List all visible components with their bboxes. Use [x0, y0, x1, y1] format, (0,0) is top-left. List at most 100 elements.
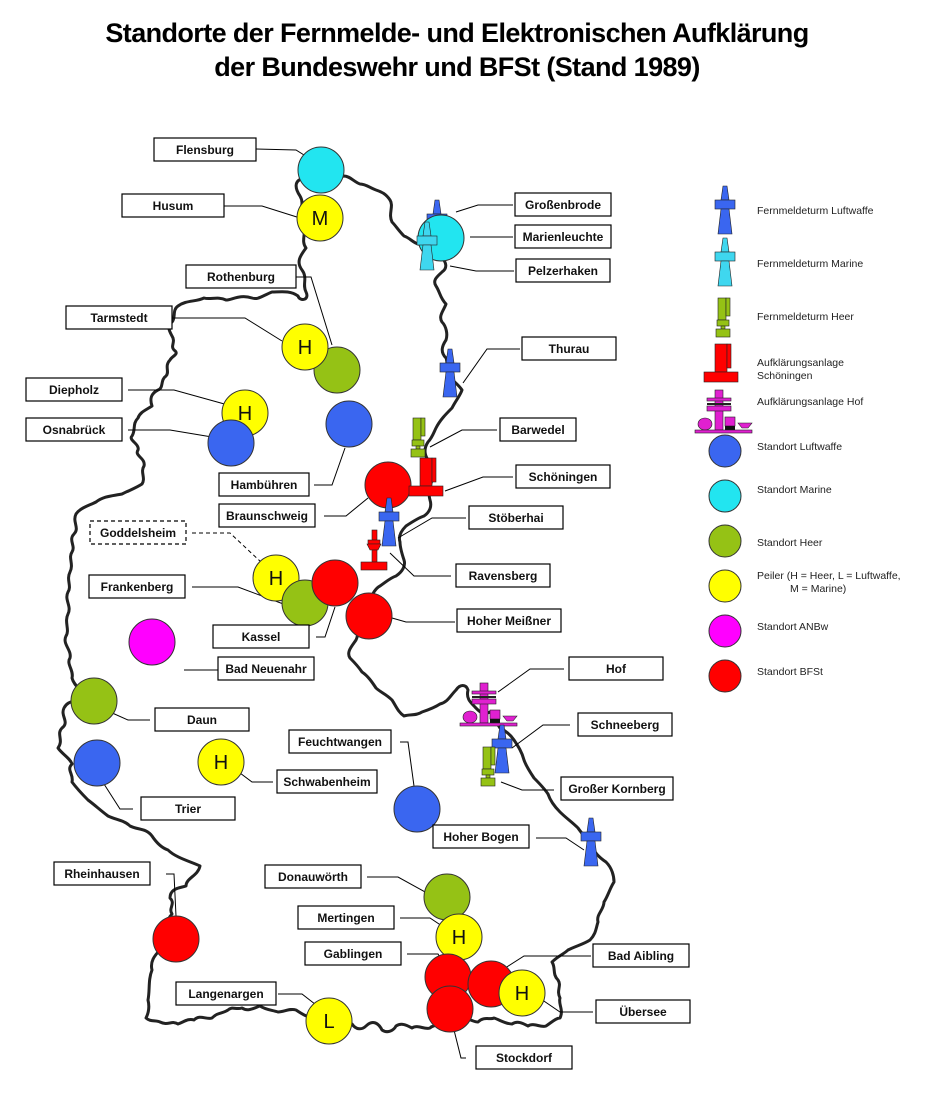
label-kassel[interactable]: Kassel: [212, 624, 310, 649]
legend-item-circle-peiler: Peiler (H = Heer, L = Luftwaffe,M = Mari…: [708, 569, 901, 603]
legend-label: Fernmeldeturm Luftwaffe: [757, 205, 874, 217]
legend-label-line-2: Schöningen: [757, 370, 813, 382]
location-name: Schwabenheim: [283, 775, 370, 789]
location-name: Trier: [175, 802, 201, 816]
leader-line-husum: [224, 205, 301, 219]
label-box: [121, 193, 225, 218]
marker-daun[interactable]: [70, 677, 118, 725]
leader-line-grossenbrode: [455, 204, 513, 213]
label-hambuehren[interactable]: Hambühren: [218, 472, 310, 497]
leader-line-diepholz: [128, 389, 229, 406]
marker-kassel[interactable]: [311, 559, 359, 607]
leader-line-stockdorf: [453, 1029, 466, 1059]
marker-thurau[interactable]: [439, 348, 461, 398]
label-braunschweig[interactable]: Braunschweig: [218, 503, 316, 528]
marker-trier[interactable]: [73, 739, 121, 787]
label-mertingen[interactable]: Mertingen: [297, 905, 395, 930]
label-bad-aibling[interactable]: Bad Aibling: [592, 943, 690, 968]
marker-hoher-bogen[interactable]: [580, 817, 602, 867]
marker-schoeningen[interactable]: [408, 457, 444, 497]
label-daun[interactable]: Daun: [154, 707, 250, 732]
marker-bad-neuenahr[interactable]: [128, 618, 176, 666]
label-schwabenheim[interactable]: Schwabenheim: [276, 769, 378, 794]
label-osnabrueck[interactable]: Osnabrück: [25, 417, 123, 442]
marker-langenargen[interactable]: L: [305, 997, 353, 1045]
marker-hoher-meissner[interactable]: [345, 592, 393, 640]
leader-line-hoher-meissner: [384, 615, 455, 623]
leader-line-schwabenheim: [235, 769, 273, 783]
marker-stockdorf[interactable]: [426, 985, 474, 1033]
marker-hof[interactable]: [459, 682, 518, 727]
marker-feuchtwangen[interactable]: [393, 785, 441, 833]
marker-tarmstedt[interactable]: H: [281, 323, 329, 371]
location-name: Großer Kornberg: [568, 782, 665, 796]
label-thurau[interactable]: Thurau: [521, 336, 617, 361]
label-grossenbrode[interactable]: Großenbrode: [514, 192, 612, 217]
label-hoher-bogen[interactable]: Hoher Bogen: [432, 824, 530, 849]
label-schneeberg[interactable]: Schneeberg: [577, 712, 673, 737]
peiler-letter: H: [214, 752, 228, 774]
label-grosser-kornberg[interactable]: Großer Kornberg: [560, 776, 674, 801]
label-box: [592, 943, 690, 968]
label-box: [185, 264, 297, 289]
label-schoeningen[interactable]: Schöningen: [515, 464, 611, 489]
marker-schneeberg[interactable]: [491, 724, 513, 774]
label-husum[interactable]: Husum: [121, 193, 225, 218]
legend-item-circle-marine: Standort Marine: [708, 479, 832, 513]
location-name: Thurau: [549, 342, 590, 356]
marker-ravensberg[interactable]: [360, 529, 388, 571]
leader-line-trier: [103, 783, 133, 810]
marker-husum[interactable]: M: [296, 194, 344, 242]
label-frankenberg[interactable]: Frankenberg: [88, 574, 186, 599]
location-name: Bad Neuenahr: [225, 662, 307, 676]
label-hof[interactable]: Hof: [568, 656, 664, 681]
label-flensburg[interactable]: Flensburg: [153, 137, 257, 162]
label-stoeberhai[interactable]: Stöberhai: [468, 505, 564, 530]
marker-stoeberhai[interactable]: [378, 497, 400, 547]
leader-line-osnabrueck: [128, 429, 213, 438]
marker-rothenburg[interactable]: [313, 346, 361, 394]
label-ravensberg[interactable]: Ravensberg: [455, 563, 551, 588]
label-box: [304, 941, 402, 966]
label-barwedel[interactable]: Barwedel: [499, 417, 577, 442]
marker-flensburg[interactable]: [297, 146, 345, 194]
label-box: [475, 1045, 573, 1070]
label-stockdorf[interactable]: Stockdorf: [475, 1045, 573, 1070]
location-name: Mertingen: [317, 911, 374, 925]
label-trier[interactable]: Trier: [140, 796, 236, 821]
label-tarmstedt[interactable]: Tarmstedt: [65, 305, 173, 330]
label-rothenburg[interactable]: Rothenburg: [185, 264, 297, 289]
label-box: [432, 824, 530, 849]
label-gablingen[interactable]: Gablingen: [304, 941, 402, 966]
leader-line-tarmstedt: [172, 317, 283, 342]
marker-rheinhausen[interactable]: [152, 915, 200, 963]
label-feuchtwangen[interactable]: Feuchtwangen: [288, 729, 392, 754]
label-bad-neuenahr[interactable]: Bad Neuenahr: [217, 656, 315, 681]
marker-barwedel[interactable]: [410, 417, 426, 458]
marker-uebersee[interactable]: H: [498, 969, 546, 1017]
label-rheinhausen[interactable]: Rheinhausen: [53, 861, 151, 886]
marker-donauwoerth[interactable]: [423, 873, 471, 921]
marker-grosser-kornberg[interactable]: [480, 746, 496, 787]
marker-osnabrueck[interactable]: [207, 419, 255, 467]
label-uebersee[interactable]: Übersee: [595, 999, 691, 1024]
marker-hambuehren[interactable]: [325, 400, 373, 448]
marker-schwabenheim[interactable]: H: [197, 738, 245, 786]
marker-mertingen[interactable]: H: [435, 913, 483, 961]
label-donauwoerth[interactable]: Donauwörth: [264, 864, 362, 889]
label-diepholz[interactable]: Diepholz: [25, 377, 123, 402]
label-marienleuchte[interactable]: Marienleuchte: [514, 224, 612, 249]
label-hoher-meissner[interactable]: Hoher Meißner: [456, 608, 562, 633]
label-goddelsheim[interactable]: Goddelsheim: [89, 520, 187, 545]
location-name: Schöningen: [529, 470, 598, 484]
label-box: [515, 258, 611, 283]
label-box: [217, 656, 315, 681]
label-box: [25, 417, 123, 442]
label-pelzerhaken[interactable]: Pelzerhaken: [515, 258, 611, 283]
leader-line-feuchtwangen: [400, 741, 415, 787]
label-box: [514, 224, 612, 249]
circle-anbw-icon: [708, 614, 742, 648]
label-langenargen[interactable]: Langenargen: [175, 981, 277, 1006]
marker-pelzerhaken[interactable]: [416, 221, 438, 271]
